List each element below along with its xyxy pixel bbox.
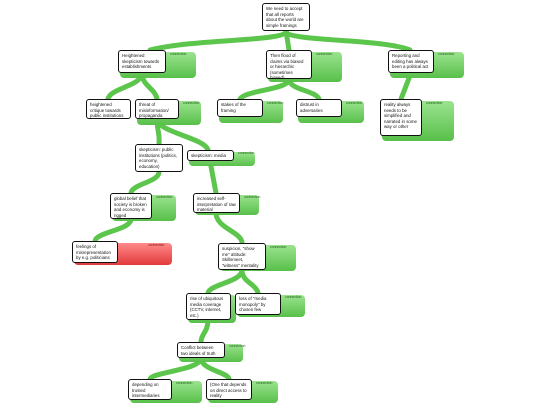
node-tag: connection — [285, 295, 302, 299]
link-suspicion-rise — [205, 267, 245, 296]
link-media-selfint — [207, 158, 219, 196]
node-tag: connection — [238, 151, 255, 155]
node-tag: connection — [256, 381, 273, 385]
node-text: distrust in adversaries — [296, 99, 342, 117]
node-tag: connection — [316, 52, 333, 56]
link-global-feelings — [92, 216, 134, 244]
node-text: heightened critique towards public insti… — [86, 99, 131, 119]
node-tag: connection — [244, 195, 261, 199]
node-text: skepticism: media — [187, 150, 234, 161]
link-root-reporting — [283, 28, 413, 53]
node-text: (One that depends on direct access to re… — [206, 379, 252, 400]
node-tag: connection — [426, 101, 443, 105]
node-tag: connection — [156, 195, 173, 199]
node-text: reality always needs to be simplified an… — [380, 99, 422, 136]
link-rise-conflict — [198, 317, 211, 345]
link-root-skepticism — [147, 28, 289, 53]
node-tag: connection — [170, 52, 187, 56]
node-text: loss of "media monopoly" by chosen few — [235, 293, 281, 315]
link-suspicion-loss — [239, 267, 261, 296]
node-tag: connection — [270, 245, 287, 249]
node-tag: connection — [176, 381, 193, 385]
node-text: depending on trusted intermediaries — [128, 379, 172, 400]
node-tag: connection — [346, 101, 363, 105]
node-text: increased self-interpretation of raw mat… — [193, 193, 240, 213]
node-tag: connection — [148, 243, 165, 247]
node-text: skepticism: public institutions (politic… — [135, 144, 183, 172]
node-text: Then flood of claims via biased or hiera… — [266, 50, 312, 79]
node-tag: connection — [267, 101, 284, 105]
node-text: stakes of the framing — [217, 99, 263, 117]
node-text: Reporting and editing has always been a … — [388, 50, 434, 73]
node-text: Heightened skepticism towards establishm… — [118, 50, 166, 73]
node-tag: connection — [183, 101, 200, 105]
node-text: Conflict between two ideals of truth — [177, 342, 225, 358]
node-tag: connection — [438, 52, 455, 56]
node-text: global belief that society is broken and… — [110, 193, 152, 219]
link-public-global — [128, 169, 162, 196]
node-text: threat of misinformation/ propaganda — [135, 99, 179, 119]
link-flood-stakes — [237, 76, 292, 102]
node-text: rise of ubiquitous media coverage (CCTV,… — [186, 293, 231, 320]
node-root-text: We need to accept that all reports about… — [262, 3, 310, 31]
node-text: suspicion, "show me" attitude: Skillsmee… — [218, 243, 266, 270]
node-text: feelings of misrepresentation by e.g. po… — [72, 241, 118, 263]
link-selfint-suspicion — [213, 210, 245, 246]
node-tag: connection — [229, 344, 246, 348]
link-flood-distrust — [286, 76, 322, 102]
